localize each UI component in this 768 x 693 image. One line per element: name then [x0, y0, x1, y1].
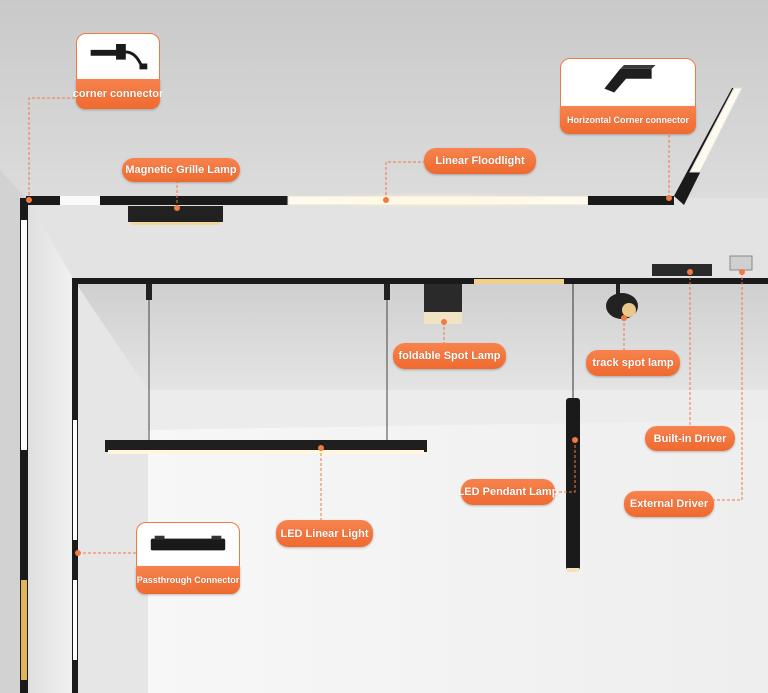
corner-connector-icon — [90, 43, 148, 70]
inner-left-light — [73, 420, 77, 540]
track-spot-stem — [616, 284, 620, 294]
linear-floodlight-glow — [288, 192, 588, 209]
horizontal-corner-connector-icon — [604, 64, 656, 93]
led-pendant-lamp-label: LED Pendant Lamp — [458, 479, 558, 505]
foldable-spot-lamp-label: foldable Spot Lamp — [393, 343, 506, 369]
upper-track-right — [588, 196, 674, 205]
external-driver-label: External Driver — [624, 491, 714, 517]
magnetic-grille-lamp-label: Magnetic Grille Lamp — [122, 158, 240, 182]
side-wall — [26, 198, 75, 693]
left-vertical-dots — [21, 580, 27, 680]
horizontal-corner-connector-card: Horizontal Corner connector — [560, 58, 696, 134]
led-linear-light-label: LED Linear Light — [276, 520, 373, 547]
pendant-mount-left — [146, 284, 152, 300]
led-linear-light — [105, 440, 427, 452]
linear-floodlight-label: Linear Floodlight — [424, 148, 536, 174]
dot-led-strip — [474, 279, 564, 284]
magnetic-grille-lamp — [128, 206, 223, 222]
passthrough-connector-icon — [150, 535, 226, 551]
passthrough-connector-label: Passthrough Connector — [136, 566, 240, 594]
callout-dots — [26, 195, 745, 556]
foldable-spot-lamp — [424, 284, 462, 312]
corner-connector-card: corner connector — [73, 33, 163, 109]
callout-lines — [28, 97, 743, 554]
horizontal-corner-connector-label: Horizontal Corner connector — [560, 106, 696, 134]
led-linear-light-lens — [108, 450, 424, 454]
led-pendant-lens — [567, 568, 579, 572]
track-spot-lamp-label: track spot lamp — [586, 350, 680, 376]
built-in-driver-label: Built-in Driver — [645, 426, 735, 451]
inner-track-top — [72, 278, 768, 284]
upper-track-seg — [60, 196, 100, 205]
upper-track-left — [26, 196, 288, 205]
left-vertical-light — [21, 220, 27, 450]
led-pendant-lamp — [566, 398, 580, 570]
built-in-driver — [652, 264, 712, 276]
corner-connector-label: corner connector — [73, 79, 163, 109]
inner-left-light-2 — [73, 580, 77, 660]
external-driver — [729, 255, 753, 271]
passthrough-connector-card: Passthrough Connector — [136, 522, 240, 594]
foldable-spot-lens — [424, 312, 462, 324]
track-spot-lens — [622, 303, 636, 317]
pendant-mount-right — [384, 284, 390, 300]
grille-lamp-leds — [131, 222, 220, 225]
upper-ceiling — [0, 0, 768, 200]
left-wall — [0, 170, 26, 693]
rising-light — [689, 87, 743, 173]
inner-side-wall — [75, 282, 148, 693]
back-wall-shade — [148, 390, 768, 430]
